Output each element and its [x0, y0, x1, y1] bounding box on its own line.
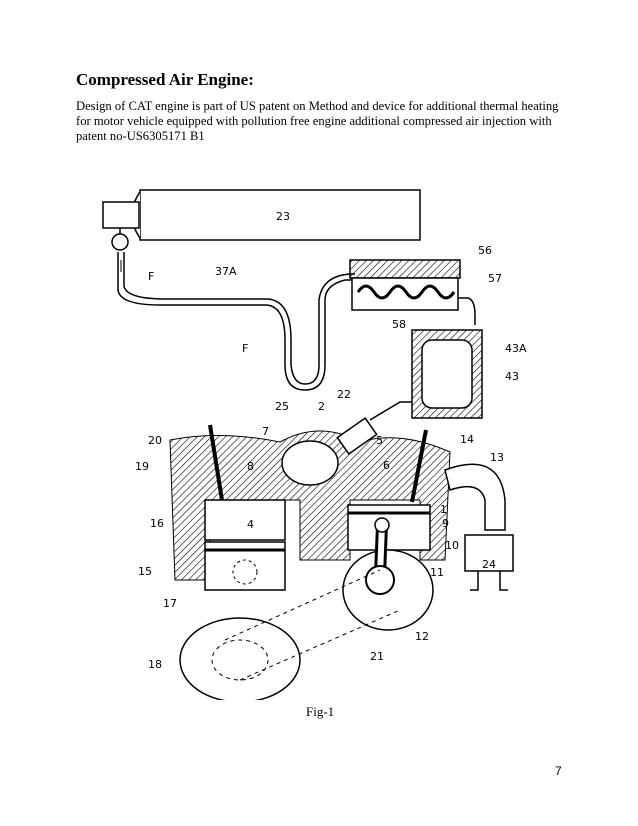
label-43A: 43A — [505, 342, 527, 355]
label-21: 21 — [370, 650, 384, 663]
label-F-mid: F — [242, 342, 248, 355]
label-17: 17 — [163, 597, 177, 610]
label-43: 43 — [505, 370, 519, 383]
label-9: 9 — [442, 517, 449, 530]
label-7: 7 — [262, 425, 269, 438]
label-56: 56 — [478, 244, 492, 257]
heater-unit — [349, 259, 476, 325]
air-pipe — [117, 252, 355, 391]
body-paragraph: Design of CAT engine is part of US paten… — [76, 99, 559, 143]
heat-tank — [369, 329, 483, 421]
label-24: 24 — [482, 558, 496, 571]
label-12: 12 — [415, 630, 429, 643]
label-10: 10 — [445, 539, 459, 552]
label-F-top: F — [148, 270, 154, 283]
label-8: 8 — [247, 460, 254, 473]
section-heading: Compressed Air Engine: — [76, 70, 254, 89]
patent-figure: 23 56 57 58 43A 43 37A F F 25 2 22 20 7 … — [100, 180, 540, 705]
label-15: 15 — [138, 565, 152, 578]
label-2: 2 — [318, 400, 325, 413]
label-13: 13 — [490, 451, 504, 464]
label-23: 23 — [276, 210, 290, 223]
label-58: 58 — [392, 318, 406, 331]
label-11: 11 — [430, 566, 444, 579]
figure-caption: Fig-1 — [306, 704, 335, 719]
label-18: 18 — [148, 658, 162, 671]
crank-assembly — [179, 517, 434, 703]
label-19: 19 — [135, 460, 149, 473]
label-16: 16 — [150, 517, 164, 530]
label-25: 25 — [275, 400, 289, 413]
label-6: 6 — [383, 459, 390, 472]
air-tank — [102, 189, 421, 251]
label-14: 14 — [460, 433, 474, 446]
label-4: 4 — [247, 518, 254, 531]
page-number: 7 — [555, 764, 562, 778]
label-22: 22 — [337, 388, 351, 401]
engine-diagram: 23 56 57 58 43A 43 37A F F 25 2 22 20 7 … — [102, 189, 527, 703]
label-20: 20 — [148, 434, 162, 447]
label-5: 5 — [376, 434, 383, 447]
label-57: 57 — [488, 272, 502, 285]
label-37A: 37A — [215, 265, 237, 278]
label-1: 1 — [440, 503, 447, 516]
